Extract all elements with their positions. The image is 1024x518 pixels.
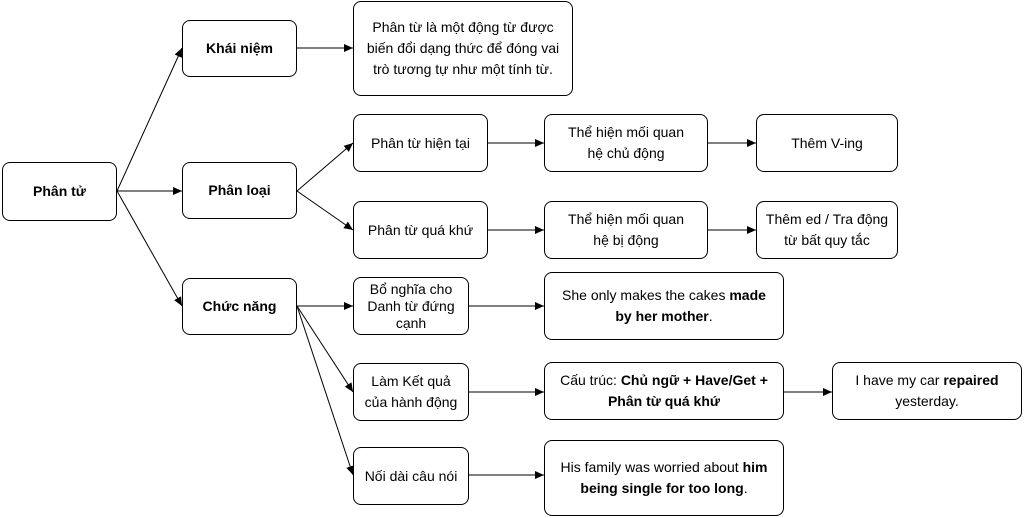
f2-ex-highlight: repaired: [943, 372, 999, 388]
node-f1-ex-label: She only makes the cakes made by her mot…: [555, 285, 773, 327]
node-function-label: Chức năng: [202, 298, 277, 314]
node-past-label: Phân từ quá khứ: [367, 221, 474, 238]
node-root-label: Phân tử: [33, 183, 86, 199]
f3-ex-text: His family was worried about: [560, 459, 743, 475]
f2-struct-text: Cấu trúc:: [560, 372, 621, 388]
edge-function-f3: [296, 305, 354, 476]
node-f2-struct-label: Cấu trúc: Chủ ngữ + Have/Get + Phân từ q…: [551, 370, 777, 412]
node-f1-label: Bổ nghĩa cho Danh từ đứng cạnh: [367, 280, 455, 331]
node-past-form-label: Thêm ed / Tra động từ bất quy tắc: [765, 211, 889, 248]
node-concept-desc-label: Phân từ là một động từ được biến đổi dạn…: [366, 19, 560, 77]
node-root: Phân tử: [2, 162, 117, 221]
node-past-form: Thêm ed / Tra động từ bất quy tắc: [756, 201, 898, 259]
node-concept: Khái niệm: [182, 20, 297, 77]
node-f2-ex-label: I have my car repaired yesterday.: [843, 370, 1011, 412]
f3-ex-end: .: [743, 480, 748, 496]
f2-struct-highlight: Chủ ngữ + Have/Get + Phân từ quá khứ: [607, 372, 768, 409]
edge-root-function: [116, 190, 183, 307]
node-types: Phân loại: [182, 162, 297, 219]
node-present-form: Thêm V-ing: [756, 114, 898, 172]
f2-ex-end: yesterday.: [895, 393, 959, 409]
f3-ex-highlight: him being single for too long: [580, 459, 768, 496]
edge-function-f2: [296, 305, 354, 393]
node-present: Phân từ hiện tại: [353, 114, 488, 172]
node-concept-desc: Phân từ là một động từ được biến đổi dạn…: [353, 1, 573, 96]
node-present-rel-label: Thể hiện mối quan hệ chủ động: [568, 124, 684, 161]
edge-types-present: [296, 142, 354, 192]
node-f3-ex-label: His family was worried about him being s…: [553, 457, 775, 499]
node-concept-label: Khái niệm: [206, 40, 273, 56]
node-f3-label: Nối dài câu nói: [364, 467, 458, 484]
node-f2-label: Làm Kết quả của hành động: [364, 373, 458, 410]
edge-root-concept: [116, 47, 183, 192]
node-f1: Bổ nghĩa cho Danh từ đứng cạnh: [353, 277, 469, 335]
node-present-label: Phân từ hiện tại: [371, 134, 470, 151]
f1-ex-text: She only makes the cakes: [562, 287, 730, 303]
node-past-rel-label: Thể hiện mối quan hệ bị động: [568, 211, 684, 248]
f2-ex-text: I have my car: [855, 372, 944, 388]
node-present-rel: Thể hiện mối quan hệ chủ động: [544, 114, 708, 172]
node-f2-struct: Cấu trúc: Chủ ngữ + Have/Get + Phân từ q…: [544, 362, 784, 420]
node-past-rel: Thể hiện mối quan hệ bị động: [544, 201, 708, 259]
node-f2: Làm Kết quả của hành động: [353, 363, 469, 421]
node-past: Phân từ quá khứ: [353, 201, 488, 259]
node-function: Chức năng: [182, 278, 297, 335]
node-f2-ex: I have my car repaired yesterday.: [832, 362, 1022, 420]
edge-types-past: [296, 190, 354, 231]
f1-ex-end: .: [708, 308, 713, 324]
node-f3: Nối dài câu nói: [353, 447, 469, 505]
node-present-form-label: Thêm V-ing: [791, 134, 863, 151]
node-types-label: Phân loại: [208, 182, 271, 198]
f1-ex-highlight: made by her mother: [615, 287, 766, 324]
node-f3-ex: His family was worried about him being s…: [544, 440, 784, 516]
node-f1-ex: She only makes the cakes made by her mot…: [544, 272, 784, 340]
